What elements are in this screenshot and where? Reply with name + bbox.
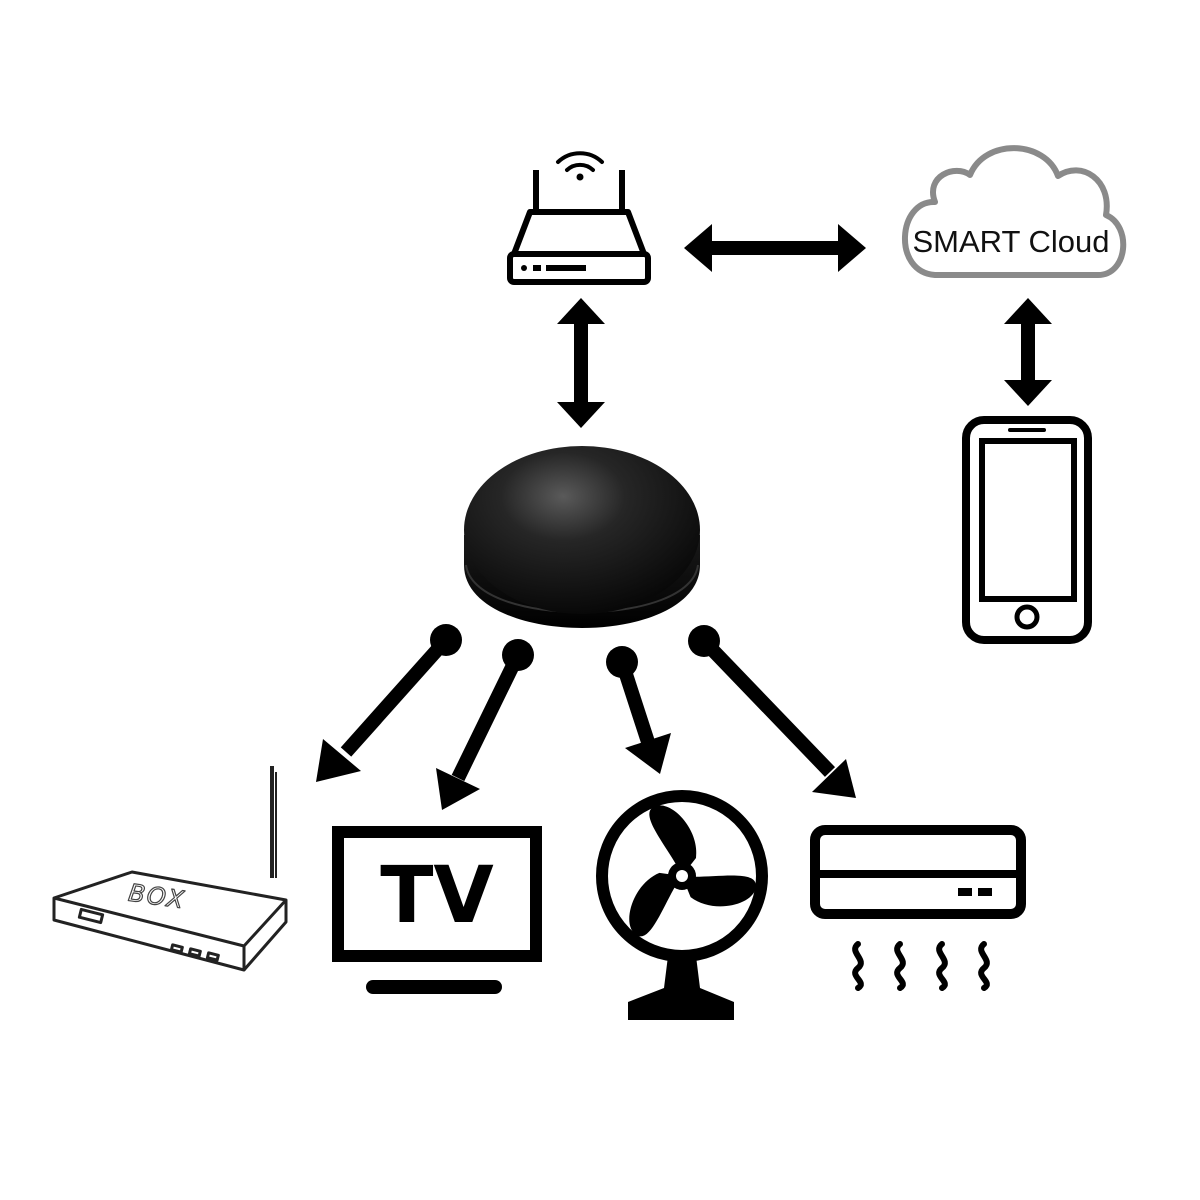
hub-to-tv-arrow <box>436 639 534 810</box>
ir-hub-device <box>464 446 700 628</box>
hub-to-box-arrow <box>316 624 462 782</box>
cloud-icon: SMART Cloud <box>902 145 1127 278</box>
set-top-box-icon: BOX <box>52 766 288 972</box>
airflow-waves <box>852 941 990 991</box>
wifi-router-icon <box>507 151 651 285</box>
tv-icon: TV <box>332 826 542 994</box>
wifi-signal-icon <box>556 151 604 181</box>
router-hub-arrow <box>557 298 605 428</box>
cloud-label: SMART Cloud <box>913 224 1110 259</box>
cloud-phone-arrow <box>1004 298 1052 406</box>
fan-blades <box>613 805 760 940</box>
tv-label: TV <box>380 851 494 941</box>
fan-icon <box>596 790 768 1020</box>
air-conditioner-icon <box>810 825 1026 991</box>
hub-to-ac-arrow <box>688 625 856 798</box>
router-cloud-arrow <box>684 224 866 272</box>
hub-to-fan-arrow <box>606 646 671 774</box>
smartphone-icon <box>962 416 1092 644</box>
